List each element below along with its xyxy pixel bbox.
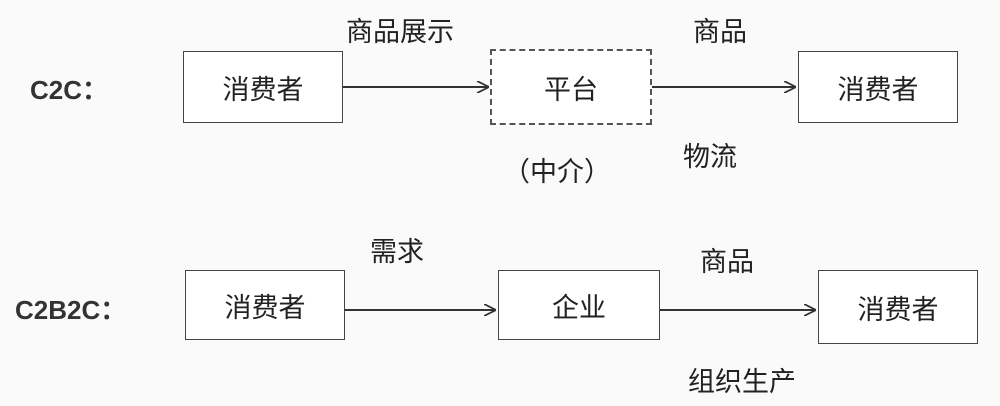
c2c-platform-box: 平台 bbox=[490, 49, 652, 125]
c2c-row-label: C2C： bbox=[30, 75, 109, 105]
c2c-display-label: 商品展示 bbox=[346, 17, 454, 48]
c2b2c-demand-label: 需求 bbox=[370, 237, 424, 268]
c2b2c-consumer-left-box: 消费者 bbox=[185, 270, 345, 340]
c2c-logistics-label: 物流 bbox=[683, 142, 737, 173]
c2b2c-enterprise-label: 企业 bbox=[552, 292, 606, 324]
c2c-consumer-right-label: 消费者 bbox=[837, 74, 919, 106]
c2c-consumer-left-box: 消费者 bbox=[183, 51, 343, 123]
c2b2c-row-label: C2B2C： bbox=[15, 295, 127, 325]
c2c-platform-label: 平台 bbox=[544, 74, 598, 106]
c2b2c-consumer-left-label: 消费者 bbox=[224, 292, 306, 324]
c2b2c-goods-label: 商品 bbox=[700, 247, 754, 278]
c2b2c-consumer-right-box: 消费者 bbox=[818, 270, 978, 344]
c2c-consumer-right-box: 消费者 bbox=[798, 51, 958, 123]
c2c-goods-label: 商品 bbox=[693, 17, 747, 48]
c2c-intermediary-label: （中介） bbox=[503, 157, 611, 188]
c2c-consumer-left-label: 消费者 bbox=[222, 74, 304, 106]
c2b2c-consumer-right-label: 消费者 bbox=[857, 294, 939, 326]
c2b2c-production-label: 组织生产 bbox=[688, 367, 796, 398]
c2b2c-enterprise-box: 企业 bbox=[498, 270, 660, 340]
